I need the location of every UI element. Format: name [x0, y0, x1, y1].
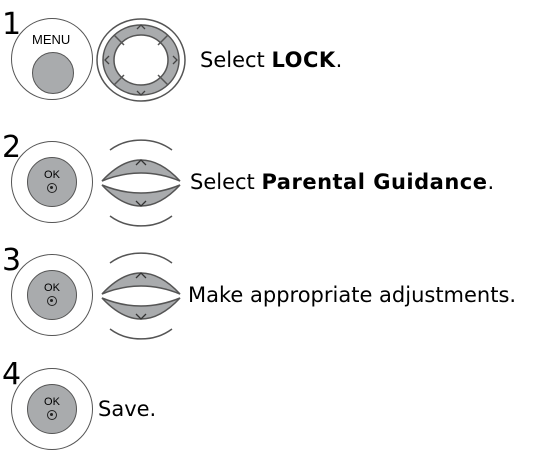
menu-button-icon[interactable]: MENU: [11, 18, 93, 100]
ok-button-icon[interactable]: OK: [11, 254, 93, 336]
up-down-navigation-icon[interactable]: [98, 252, 184, 340]
menu-item-name: Parental Guidance: [261, 170, 488, 194]
menu-item-name: LOCK: [271, 48, 336, 72]
step-instruction: Select Parental Guidance.: [190, 170, 495, 194]
step-instruction: Save.: [98, 397, 157, 421]
up-down-navigation-icon[interactable]: [98, 139, 184, 227]
step-2: 2 OK Select Parental Guidance.: [0, 125, 544, 235]
menu-button-label: MENU: [32, 32, 71, 47]
ok-button-label: OK: [44, 396, 60, 408]
ok-button-icon[interactable]: OK: [11, 368, 93, 450]
step-3: 3 OK Make appropriate adjustments.: [0, 238, 544, 348]
step-number: 4: [2, 357, 22, 392]
step-number: 2: [2, 130, 22, 165]
step-number: 1: [2, 7, 22, 42]
step-number: 3: [2, 243, 22, 278]
ok-button-label: OK: [44, 169, 60, 181]
step-4: 4 OK Save.: [0, 352, 544, 457]
ok-button-icon[interactable]: OK: [11, 141, 93, 223]
navigation-pad-icon[interactable]: [96, 18, 186, 102]
ok-dot-icon: [47, 296, 57, 306]
ok-dot-icon: [47, 183, 57, 193]
step-1: 1 MENU Select LOCK.: [0, 0, 544, 110]
ok-button-label: OK: [44, 282, 60, 294]
ok-dot-icon: [47, 410, 57, 420]
step-instruction: Make appropriate adjustments.: [188, 283, 517, 307]
step-instruction: Select LOCK.: [200, 48, 343, 72]
